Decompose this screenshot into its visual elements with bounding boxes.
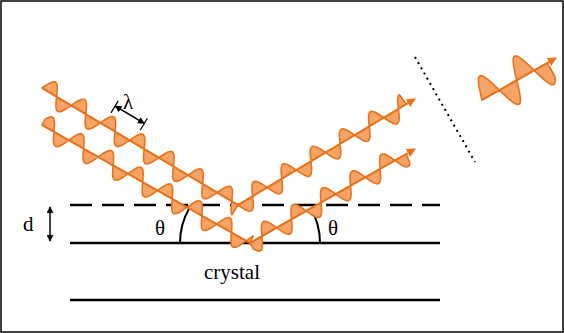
crystal-plane — [70, 299, 440, 302]
ray — [42, 88, 238, 205]
crystal-plane-dashed — [70, 204, 440, 207]
waves — [42, 56, 556, 251]
wave — [250, 154, 410, 251]
wave — [478, 56, 555, 105]
wavefront-line — [415, 57, 475, 162]
wavelength-label: λ — [123, 92, 133, 113]
wave — [42, 117, 253, 248]
wavelength-tick — [140, 118, 147, 130]
wavelength-tick — [111, 101, 118, 113]
ray — [482, 58, 556, 100]
spacing-label: d — [23, 214, 34, 235]
ray — [42, 125, 250, 243]
angle-arc — [180, 208, 189, 243]
ray — [250, 149, 415, 243]
wave — [42, 82, 238, 215]
angle-label: θ — [328, 218, 338, 239]
crystal-label: crystal — [204, 262, 260, 283]
angle-label: θ — [155, 218, 165, 239]
spacing-arrow — [49, 207, 51, 241]
